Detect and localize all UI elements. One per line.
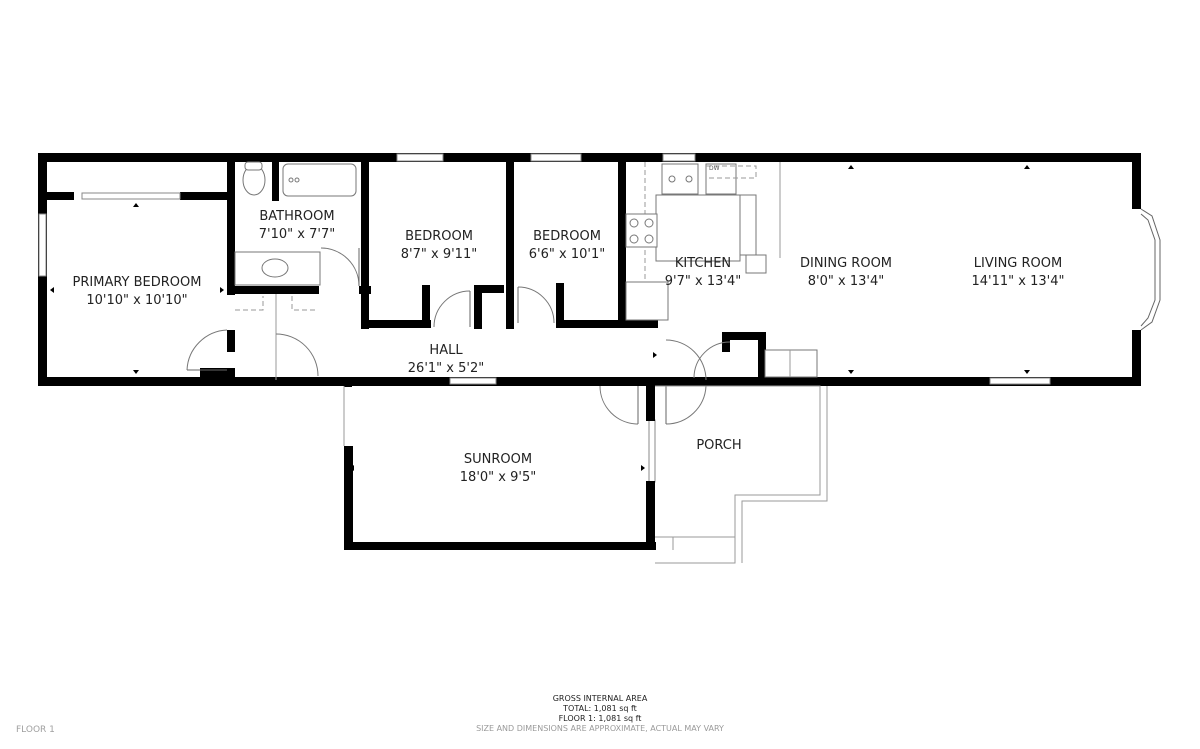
sunroom-walls: [343, 377, 656, 550]
floor-label: FLOOR 1: [16, 725, 55, 735]
room-name: BEDROOM: [405, 229, 473, 244]
room-name: BEDROOM: [533, 229, 601, 244]
porch-outline: [655, 385, 828, 564]
room-dimensions: 18'0" x 9'5": [459, 470, 537, 485]
interior-walls: [38, 153, 766, 382]
room-name: PORCH: [696, 438, 742, 453]
room-dimensions: 10'10" x 10'10": [86, 293, 188, 308]
room-name: LIVING ROOM: [973, 256, 1063, 271]
area-floor-1: FLOOR 1: 1,081 sq ft: [558, 714, 642, 723]
gross-internal-area: GROSS INTERNAL AREA TOTAL: 1,081 sq ft F…: [476, 694, 724, 734]
room-bathroom: BATHROOM 7'10" x 7'7": [259, 208, 335, 244]
room-hall: HALL 26'1" x 5'2": [408, 342, 484, 378]
area-disclaimer: SIZE AND DIMENSIONS ARE APPROXIMATE, ACT…: [476, 724, 724, 733]
windows: [38, 153, 1161, 550]
room-bedroom-1: BEDROOM 8'7" x 9'11": [401, 228, 477, 264]
room-dimensions: 6'6" x 10'1": [528, 247, 606, 262]
room-name: SUNROOM: [463, 452, 533, 467]
room-name: PRIMARY BEDROOM: [72, 275, 202, 290]
room-living-room: LIVING ROOM 14'11" x 13'4": [972, 255, 1065, 291]
dimension-markers: [50, 165, 1030, 471]
room-name: DINING ROOM: [799, 256, 893, 271]
room-dimensions: 8'7" x 9'11": [400, 247, 478, 262]
area-title: GROSS INTERNAL AREA: [552, 694, 648, 703]
kitchen-fixtures: [625, 162, 818, 378]
room-dimensions: 7'10" x 7'7": [258, 227, 336, 242]
room-bedroom-2: BEDROOM 6'6" x 10'1": [529, 228, 605, 264]
doors: [186, 286, 731, 425]
room-porch: PORCH: [696, 437, 741, 455]
room-dining-room: DINING ROOM 8'0" x 13'4": [800, 255, 892, 291]
room-dimensions: 26'1" x 5'2": [407, 361, 485, 376]
area-total: TOTAL: 1,081 sq ft: [563, 704, 637, 713]
room-dimensions: 9'7" x 13'4": [664, 274, 742, 289]
room-name: KITCHEN: [674, 256, 732, 271]
room-name: BATHROOM: [259, 209, 335, 224]
bathroom-fixtures: [234, 161, 360, 380]
room-primary-bedroom: PRIMARY BEDROOM 10'10" x 10'10": [73, 274, 202, 310]
room-dimensions: 14'11" x 13'4": [971, 274, 1065, 289]
room-dimensions: 8'0" x 13'4": [807, 274, 885, 289]
room-sunroom: SUNROOM 18'0" x 9'5": [460, 451, 536, 487]
room-kitchen: KITCHEN 9'7" x 13'4": [665, 255, 741, 291]
room-name: HALL: [429, 343, 463, 358]
dishwasher-label: DW: [709, 165, 720, 172]
